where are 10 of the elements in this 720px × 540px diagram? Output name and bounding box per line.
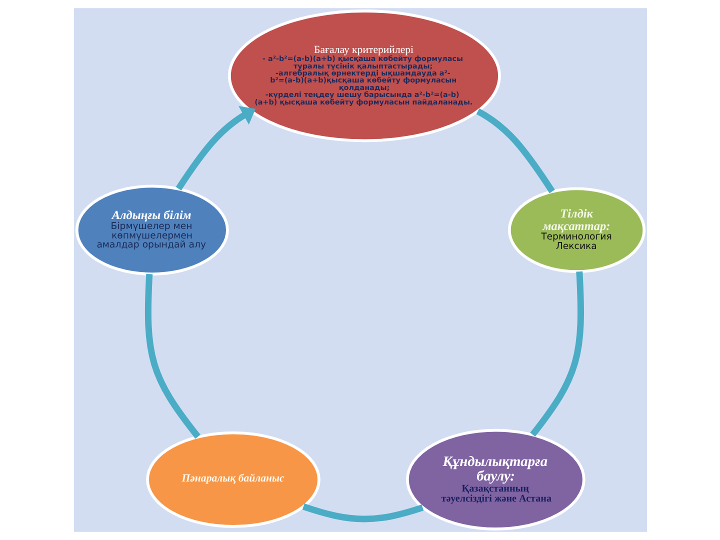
arrow [175,106,256,190]
node-ellipse: Бағалау критерийлері - a²-b²=(a-b)(a+b) қысқаша көбейту формуласы туралы түсінік қалыптастырады; -алгебралық өрнектерді ықшамдауда a²-b²=(a-b)(a+b)қысқаша көбейту формуласын қолданады; -күрделі теңдеу шешу барысында a²-b²=(a-b) (a+b) қысқаша көбейту формуласын пайдаланады. [228,10,500,142]
node-ellipse: Құндылықтарға баулу: Қазақстанның тәуелсіздігі және Астана [405,428,585,530]
connector [530,271,584,437]
node-ellipse: Алдыңғы білім Бірмүшелер мен көпмүшелермен амалдар орындай алу [74,184,228,276]
connector [144,274,200,439]
node-ellipse: Пәнаралық байланыс [146,431,320,528]
connector [302,504,424,522]
node-ellipse: Тілдік мақсаттар: Терминология Лексика [507,187,646,273]
connector [476,108,554,194]
